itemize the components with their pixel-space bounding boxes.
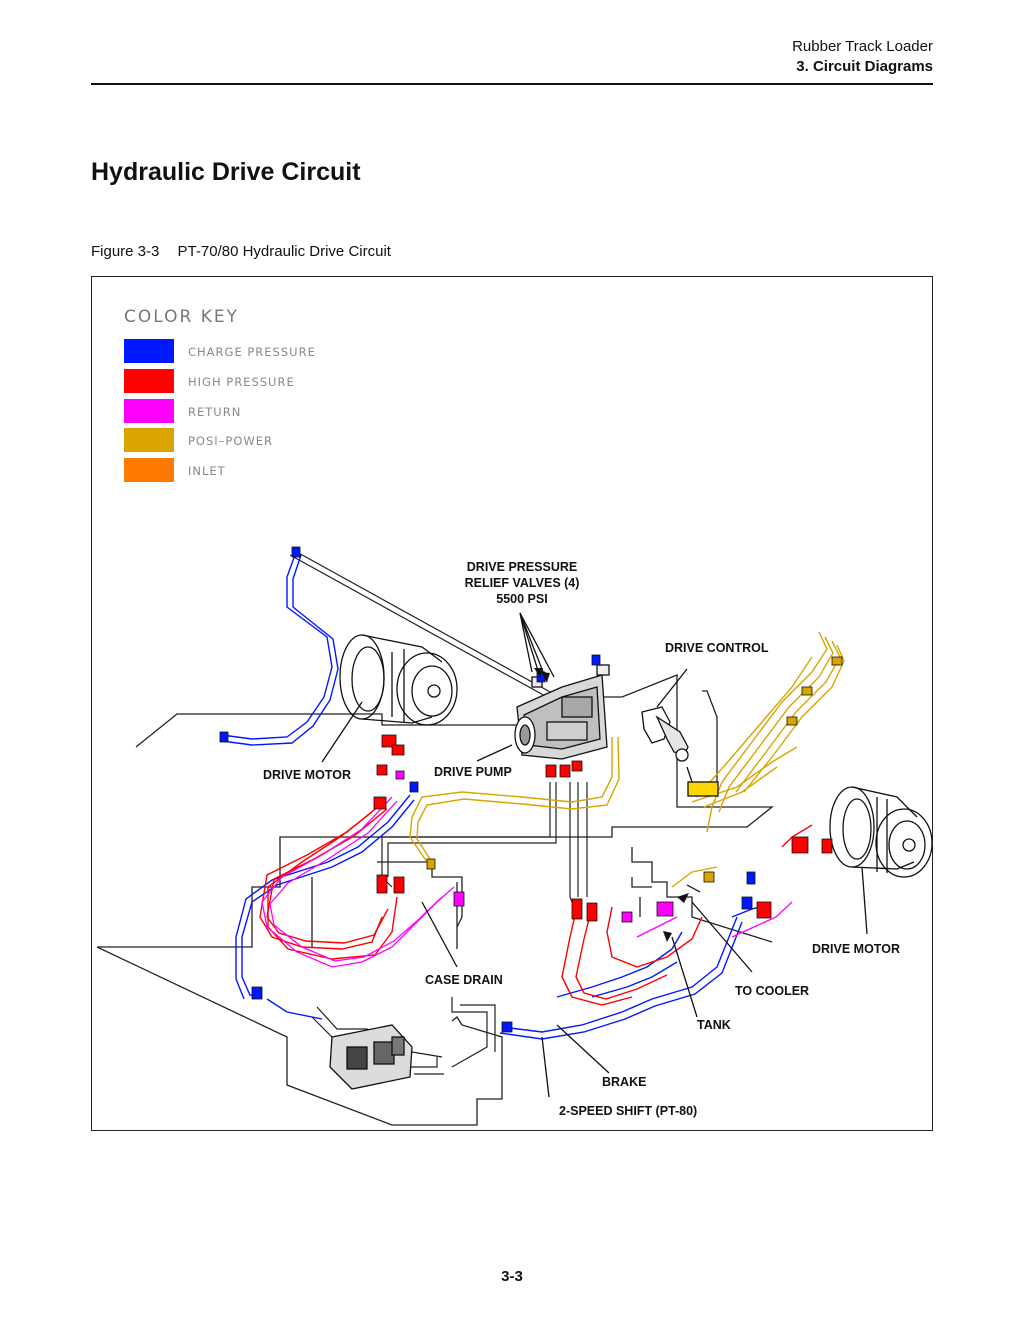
header-rule [91, 83, 933, 85]
brake-valve-block [329, 1024, 413, 1090]
callout-line: DRIVE PRESSURE [466, 560, 578, 574]
circuit-diagram [96, 546, 932, 1126]
drive-control [641, 706, 719, 797]
callout-to-cooler: TO COOLER [735, 984, 810, 998]
key-label: INLET [188, 464, 226, 478]
callout-brake: BRAKE [602, 1075, 647, 1089]
swatch-charge-pressure [124, 339, 174, 363]
swatch-inlet [124, 458, 174, 482]
callout-relief-valves: DRIVE PRESSURE RELIEF VALVES (4) 5500 PS… [437, 559, 607, 607]
right-drive-motor [829, 786, 932, 878]
posi-power-hoses [409, 631, 845, 888]
callout-drive-control: DRIVE CONTROL [665, 641, 769, 655]
leader-arrows [534, 668, 689, 942]
key-label: CHARGE PRESSURE [188, 345, 316, 359]
high-pressure-hoses [259, 804, 813, 1006]
figure-number: Figure 3-3 [91, 243, 160, 260]
callout-case-drain: CASE DRAIN [425, 973, 503, 987]
callout-two-speed-shift: 2-SPEED SHIFT (PT-80) [559, 1104, 698, 1118]
fittings [219, 546, 843, 1033]
key-label: HIGH PRESSURE [188, 375, 295, 389]
swatch-posi-power [124, 428, 174, 452]
charge-pressure-hoses [221, 554, 768, 1040]
return-hoses [261, 796, 793, 968]
color-key-title: COLOR KEY [124, 307, 239, 327]
callout-line: RELIEF VALVES (4) [464, 576, 580, 590]
swatch-high-pressure [124, 369, 174, 393]
manual-title: Rubber Track Loader [792, 38, 933, 55]
leader-lines [321, 612, 868, 1098]
page-title: Hydraulic Drive Circuit [91, 158, 361, 186]
drive-pump [514, 664, 610, 760]
running-header: Rubber Track Loader 3. Circuit Diagrams [792, 37, 933, 77]
callout-line: 5500 PSI [496, 592, 548, 606]
figure-caption-text: PT-70/80 Hydraulic Drive Circuit [177, 243, 391, 260]
key-label: RETURN [188, 405, 242, 419]
callout-tank: TANK [697, 1018, 731, 1032]
section-title: 3. Circuit Diagrams [796, 58, 933, 75]
swatch-return [124, 399, 174, 423]
callout-drive-pump: DRIVE PUMP [434, 765, 512, 779]
left-drive-motor [339, 634, 458, 726]
key-label: POSI–POWER [188, 434, 274, 448]
figure-frame: COLOR KEY CHARGE PRESSURE HIGH PRESSURE … [91, 276, 933, 1131]
callout-drive-motor-right: DRIVE MOTOR [812, 942, 900, 956]
page-number: 3-3 [501, 1268, 523, 1285]
frame-outline [96, 674, 774, 1126]
pump-lines [289, 550, 588, 1075]
callout-drive-motor-left: DRIVE MOTOR [263, 768, 351, 782]
figure-caption: Figure 3-3 PT-70/80 Hydraulic Drive Circ… [91, 243, 391, 260]
